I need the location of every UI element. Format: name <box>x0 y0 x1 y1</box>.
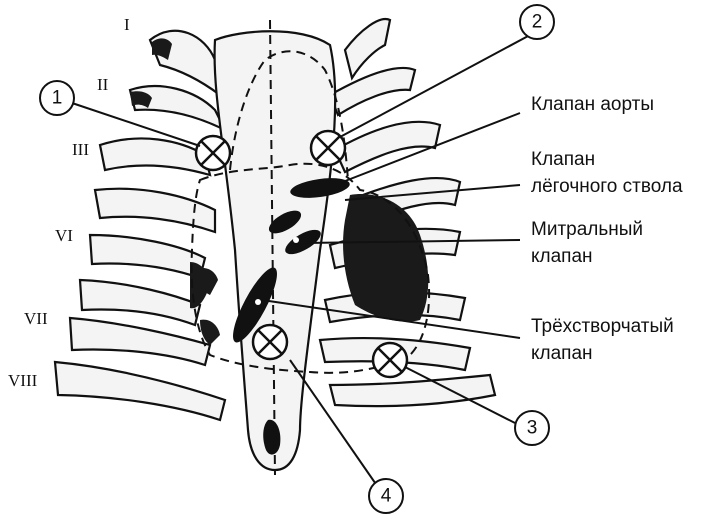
marker-4: 4 <box>369 479 403 513</box>
tricuspid-valve-point <box>255 299 261 305</box>
rib-label-2: II <box>97 75 109 94</box>
label-tricuspid-valve-line2: клапан <box>531 343 593 364</box>
rib-left-8 <box>55 362 225 420</box>
rib-right-8 <box>330 375 495 406</box>
rib-label-7: VII <box>24 309 48 328</box>
auscultation-point-1 <box>196 136 230 170</box>
label-mitral-valve-line2: клапан <box>531 246 593 267</box>
sternum <box>215 31 336 470</box>
heart-shadow-right <box>343 194 428 322</box>
ribs-left <box>55 31 225 420</box>
rib-label-6: VI <box>55 226 73 245</box>
leader-marker-4 <box>290 360 380 490</box>
mitral-valve-point <box>293 237 299 243</box>
rib-left-6 <box>80 280 200 325</box>
label-pulmonary-valve-line2: лёгочного ствола <box>531 176 683 197</box>
rib-left-5 <box>90 235 205 278</box>
rib-right-2 <box>330 68 415 115</box>
svg-text:2: 2 <box>532 12 543 33</box>
svg-text:3: 3 <box>527 418 538 439</box>
ribs-right <box>320 19 495 406</box>
label-pulmonary-valve-line1: Клапан <box>531 149 595 170</box>
label-mitral-valve-line1: Митральный <box>531 219 643 240</box>
label-tricuspid-valve-line1: Трёхстворчатый <box>531 316 674 337</box>
rib-right-1 <box>345 19 390 78</box>
rib-label-8: VIII <box>8 371 38 390</box>
marker-1: 1 <box>40 81 74 115</box>
marker-2: 2 <box>520 5 554 39</box>
callout-labels: Клапан аорты Клапан лёгочного ствола Мит… <box>531 94 683 364</box>
rib-label-1: I <box>124 15 130 34</box>
auscultation-point-3 <box>373 343 407 377</box>
label-aortic-valve: Клапан аорты <box>531 94 654 115</box>
rib-label-3: III <box>72 140 89 159</box>
marker-3: 3 <box>515 411 549 445</box>
svg-text:1: 1 <box>52 88 63 109</box>
auscultation-point-4 <box>253 325 287 359</box>
svg-text:4: 4 <box>381 486 392 507</box>
rib-left-7 <box>70 318 210 365</box>
